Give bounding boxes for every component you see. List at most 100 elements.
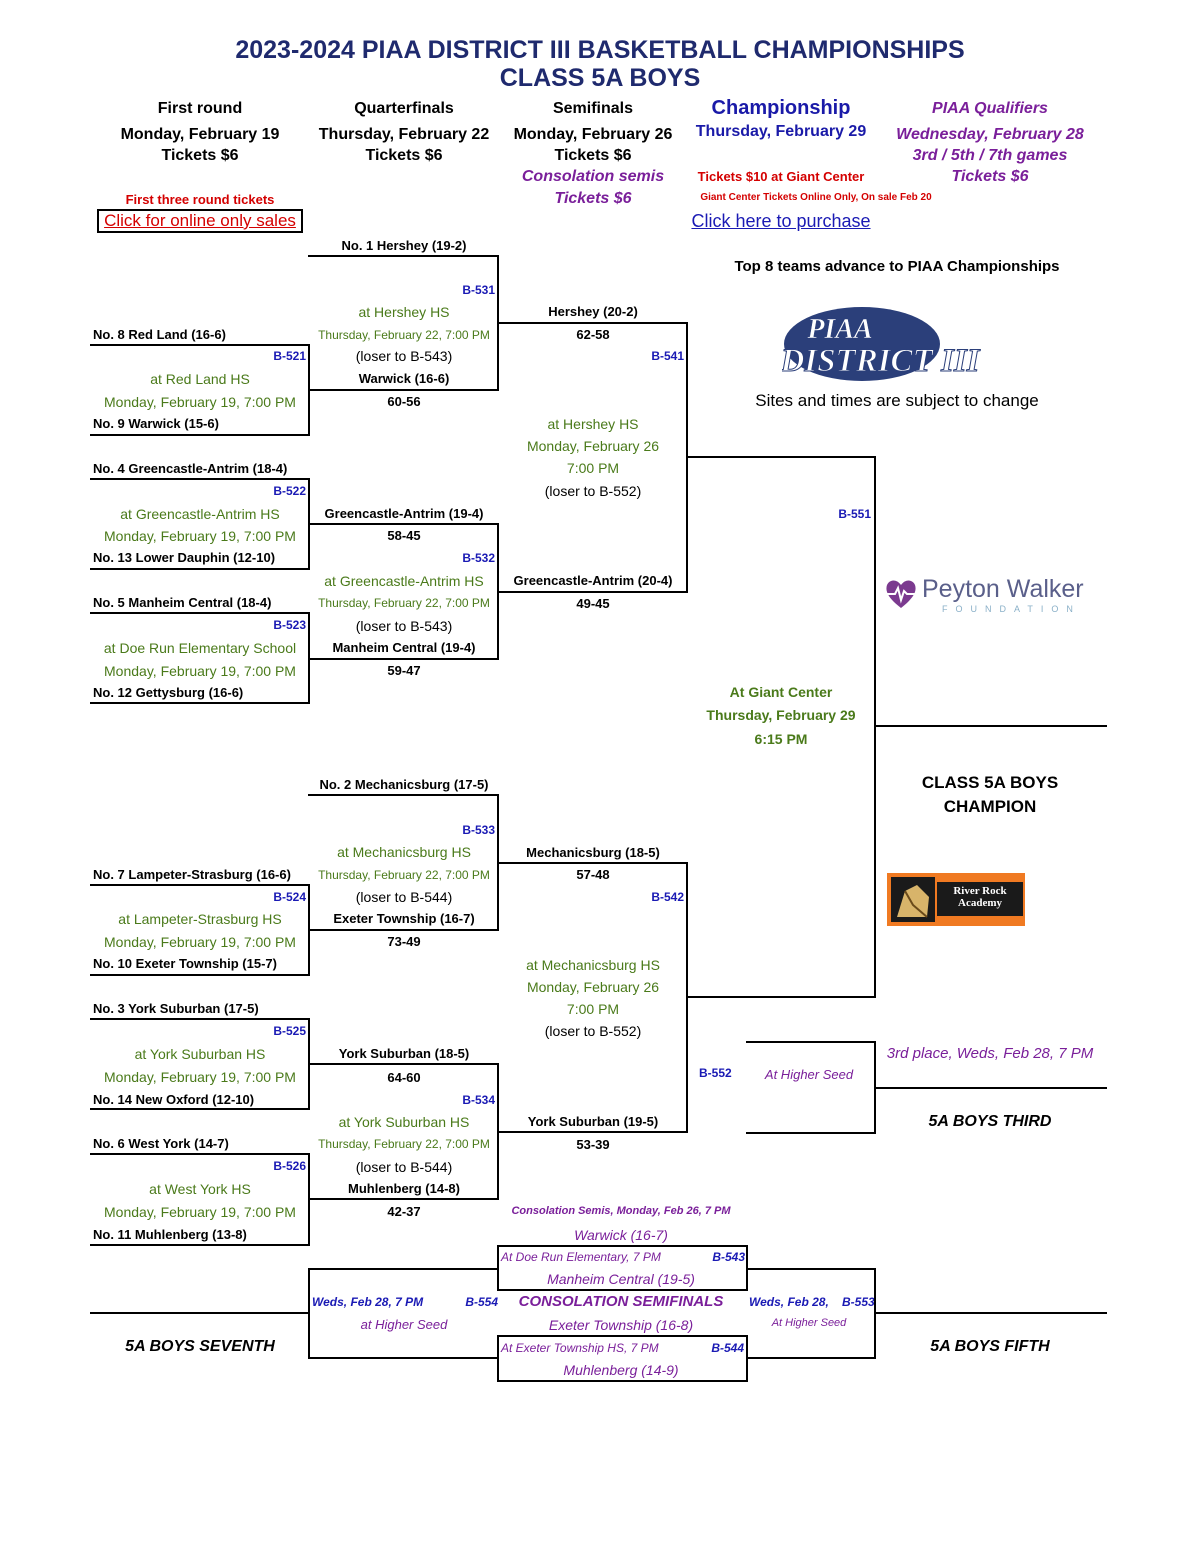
piaa-tickets: Tickets $6: [951, 168, 1029, 185]
qf2-site: at Greencastle-Antrim HS: [324, 573, 484, 589]
qf4-bottom-team: Muhlenberg (14-8): [348, 1181, 460, 1196]
c543-site: At Doe Run Elementary, 7 PM: [501, 1250, 661, 1264]
fr6-site: at West York HS: [149, 1181, 251, 1197]
sf2-site: at Mechanicsburg HS: [526, 957, 660, 973]
qf4-top-score: 64-60: [387, 1070, 421, 1085]
qf2-bottom-team: Manheim Central (19-4): [332, 640, 476, 655]
c544-site: At Exeter Township HS, 7 PM: [501, 1341, 659, 1355]
fr4-top-team: No. 7 Lampeter-Strasburg (16-6): [93, 867, 291, 882]
fr6-date: Monday, February 19, 7:00 PM: [104, 1204, 296, 1220]
c553-site: At Higher Seed: [771, 1317, 847, 1329]
champ-tickets: Tickets $10 at Giant Center: [697, 169, 865, 184]
heart-icon: [886, 580, 916, 608]
round-date-semi: Monday, February 26: [513, 126, 673, 143]
sf2-code: B-542: [651, 890, 684, 904]
consolation-header: Consolation Semis, Monday, Feb 26, 7 PM: [511, 1205, 731, 1217]
sf1-code: B-541: [651, 349, 684, 363]
fr1-code: B-521: [273, 349, 306, 363]
purchase-link[interactable]: Click here to purchase: [691, 211, 871, 231]
qf4-score: 42-37: [387, 1204, 421, 1219]
qf4-top-team: York Suburban (18-5): [338, 1046, 470, 1061]
peyton-walker-logo: Peyton Walker FOUNDATION: [884, 575, 1084, 617]
c554-code: B-554: [465, 1295, 498, 1309]
sf2-bottom-team: York Suburban (19-5): [527, 1114, 659, 1129]
qf1-score: 60-56: [387, 394, 421, 409]
piaa-games: 3rd / 5th / 7th games: [912, 147, 1068, 164]
bracket-b552: [746, 1041, 876, 1134]
sf1-top-team: Hershey (20-2): [548, 304, 638, 319]
champion-label-2: CHAMPION: [943, 797, 1037, 816]
c554-date: Weds, Feb 28, 7 PM: [312, 1295, 424, 1309]
qf4-loser: (loser to B-544): [355, 1159, 453, 1175]
c543-top-team: Warwick (16-7): [574, 1227, 668, 1243]
final-site: At Giant Center: [729, 684, 833, 700]
qf4-code: B-534: [462, 1093, 495, 1107]
fr6-bottom-team: No. 11 Muhlenberg (13-8): [93, 1227, 247, 1242]
qf1-site: at Hershey HS: [358, 304, 450, 320]
sf1-score: 49-45: [576, 596, 610, 611]
final-code: B-551: [838, 507, 871, 521]
fifth-line: [874, 1312, 1107, 1314]
round-name-piaa: PIAA Qualifiers: [932, 100, 1048, 117]
round-date-quarter: Thursday, February 22: [318, 126, 490, 143]
round-date-piaa: Wednesday, February 28: [896, 126, 1084, 143]
champion-line: [874, 725, 1107, 727]
fr5-code: B-525: [273, 1024, 306, 1038]
qf2-top-score: 58-45: [387, 528, 421, 543]
sf2-score: 53-39: [576, 1137, 610, 1152]
fr4-code: B-524: [273, 890, 306, 904]
qf4-date: Thursday, February 22, 7:00 PM: [318, 1137, 490, 1151]
round-tickets-quarter: Tickets $6: [365, 147, 443, 164]
sf1-loser: (loser to B-552): [544, 483, 642, 499]
fr2-top-team: No. 4 Greencastle-Antrim (18-4): [93, 461, 288, 476]
fr2-bottom-team: No. 13 Lower Dauphin (12-10): [93, 550, 276, 565]
fr1-top-team: No. 8 Red Land (16-6): [93, 327, 226, 342]
qf1-bottom-team: Warwick (16-6): [358, 371, 450, 386]
qf3-bottom-team: Exeter Township (16-7): [333, 911, 475, 926]
round-name-semi: Semifinals: [552, 100, 634, 117]
qf1-code: B-531: [462, 283, 495, 297]
third-site: At Higher Seed: [764, 1067, 854, 1082]
qf4-site: at York Suburban HS: [338, 1114, 470, 1130]
champion-label-1: CLASS 5A BOYS: [921, 773, 1059, 792]
sf2-loser: (loser to B-552): [544, 1023, 642, 1039]
online-sales-link[interactable]: Click for online only sales: [97, 209, 303, 233]
sf2-date: Monday, February 26: [526, 979, 660, 995]
third-code: B-552: [699, 1066, 732, 1080]
sf2-top-score: 57-48: [576, 867, 610, 882]
c543-bottom-team: Manheim Central (19-5): [547, 1271, 695, 1287]
top8-note: Top 8 teams advance to PIAA Championship…: [734, 258, 1060, 275]
fifth-result: 5A BOYS FIFTH: [930, 1338, 1050, 1355]
sites-note: Sites and times are subject to change: [755, 391, 1039, 410]
fr2-date: Monday, February 19, 7:00 PM: [104, 528, 296, 544]
c544-code: B-544: [711, 1341, 744, 1355]
fr3-site: at Doe Run Elementary School: [103, 640, 297, 656]
consolation-title: CONSOLATION SEMIFINALS: [518, 1293, 724, 1310]
third-line: [874, 1087, 1107, 1089]
fr1-bottom-team: No. 9 Warwick (15-6): [93, 416, 219, 431]
sf1-date: Monday, February 26: [526, 438, 660, 454]
c553-date: Weds, Feb 28,: [749, 1295, 829, 1309]
fr2-site: at Greencastle-Antrim HS: [120, 506, 280, 522]
champ-online-note: Giant Center Tickets Online Only, On sal…: [700, 192, 932, 203]
qf3-code: B-533: [462, 823, 495, 837]
sponsor1-name: Peyton Walker: [922, 575, 1084, 603]
qf1-date: Thursday, February 22, 7:00 PM: [318, 328, 490, 342]
fr4-site: at Lampeter-Strasburg HS: [118, 911, 282, 927]
river-rock-logo: River Rock Academy: [887, 873, 1025, 926]
fr3-top-team: No. 5 Manheim Central (18-4): [93, 595, 272, 610]
final-date: Thursday, February 29: [706, 707, 856, 723]
bracket-b554: [308, 1268, 499, 1359]
sf1-site: at Hershey HS: [547, 416, 639, 432]
c544-top-team: Exeter Township (16-8): [548, 1317, 694, 1333]
round-name-champ: Championship: [711, 97, 851, 119]
seventh-result: 5A BOYS SEVENTH: [125, 1338, 275, 1355]
sf2-time: 7:00 PM: [566, 1001, 620, 1017]
sponsor1-sub: FOUNDATION: [942, 604, 1081, 614]
page-title: 2023-2024 PIAA DISTRICT III BASKETBALL C…: [235, 36, 965, 64]
sf1-top-score: 62-58: [576, 327, 610, 342]
sf2-top-team: Mechanicsburg (18-5): [526, 845, 660, 860]
svg-text:DISTRICT III: DISTRICT III: [782, 343, 981, 379]
qf3-site: at Mechanicsburg HS: [337, 844, 471, 860]
qf1-loser: (loser to B-543): [355, 348, 453, 364]
